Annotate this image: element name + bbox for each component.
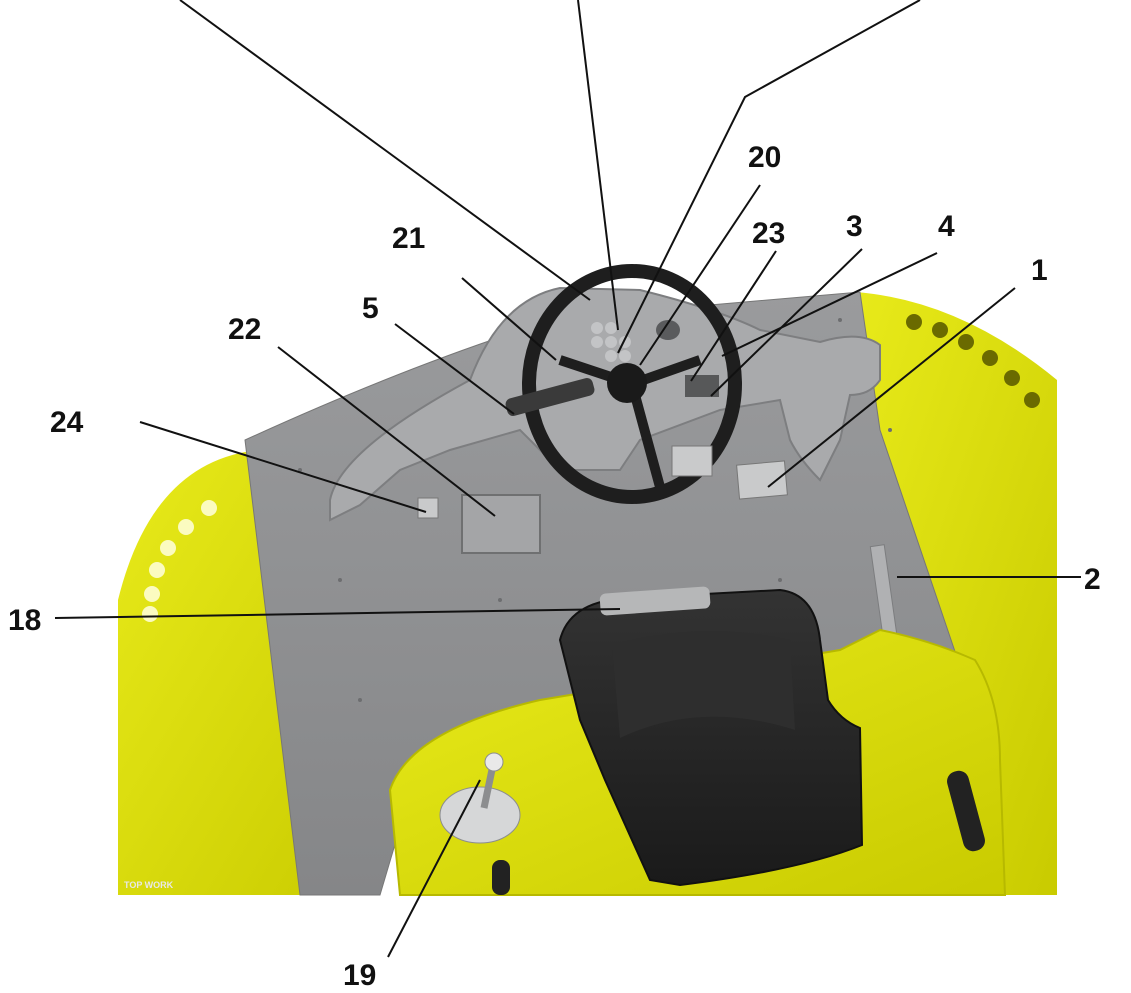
callout-5: 5	[362, 292, 379, 325]
callout-21: 21	[392, 222, 425, 255]
callout-19: 19	[343, 959, 376, 992]
machine-illustration: TOP WORK	[118, 258, 1057, 896]
leader-lines	[54, 0, 1081, 958]
callout-4: 4	[938, 210, 955, 243]
callout-3: 3	[846, 210, 863, 243]
right-drum-vents	[906, 314, 1040, 408]
callout-20: 20	[748, 141, 781, 174]
left-drum-vents	[142, 500, 217, 622]
switch-block	[685, 375, 719, 397]
right-drum	[855, 292, 1057, 895]
callout-24: 24	[50, 406, 84, 439]
callout-23: 23	[752, 217, 785, 250]
operator-seat	[558, 586, 864, 887]
left-handle	[492, 860, 510, 895]
keypad	[591, 320, 680, 362]
pedal-left	[417, 497, 439, 519]
corner-mark: TOP WORK	[124, 880, 174, 890]
pedal-center	[671, 445, 713, 477]
lever-stalk	[505, 378, 595, 416]
right-handle	[947, 770, 985, 852]
info-panel	[461, 494, 541, 554]
callout-labels: 20 21 23 3 4 1 5 22 24 2 18 19	[8, 141, 1101, 992]
callout-22: 22	[228, 313, 261, 346]
pedal-right	[736, 460, 788, 500]
callout-1: 1	[1031, 254, 1048, 287]
callout-2: 2	[1084, 563, 1101, 596]
callout-18: 18	[8, 604, 41, 637]
steering-wheel	[522, 264, 742, 504]
joystick	[439, 752, 521, 844]
